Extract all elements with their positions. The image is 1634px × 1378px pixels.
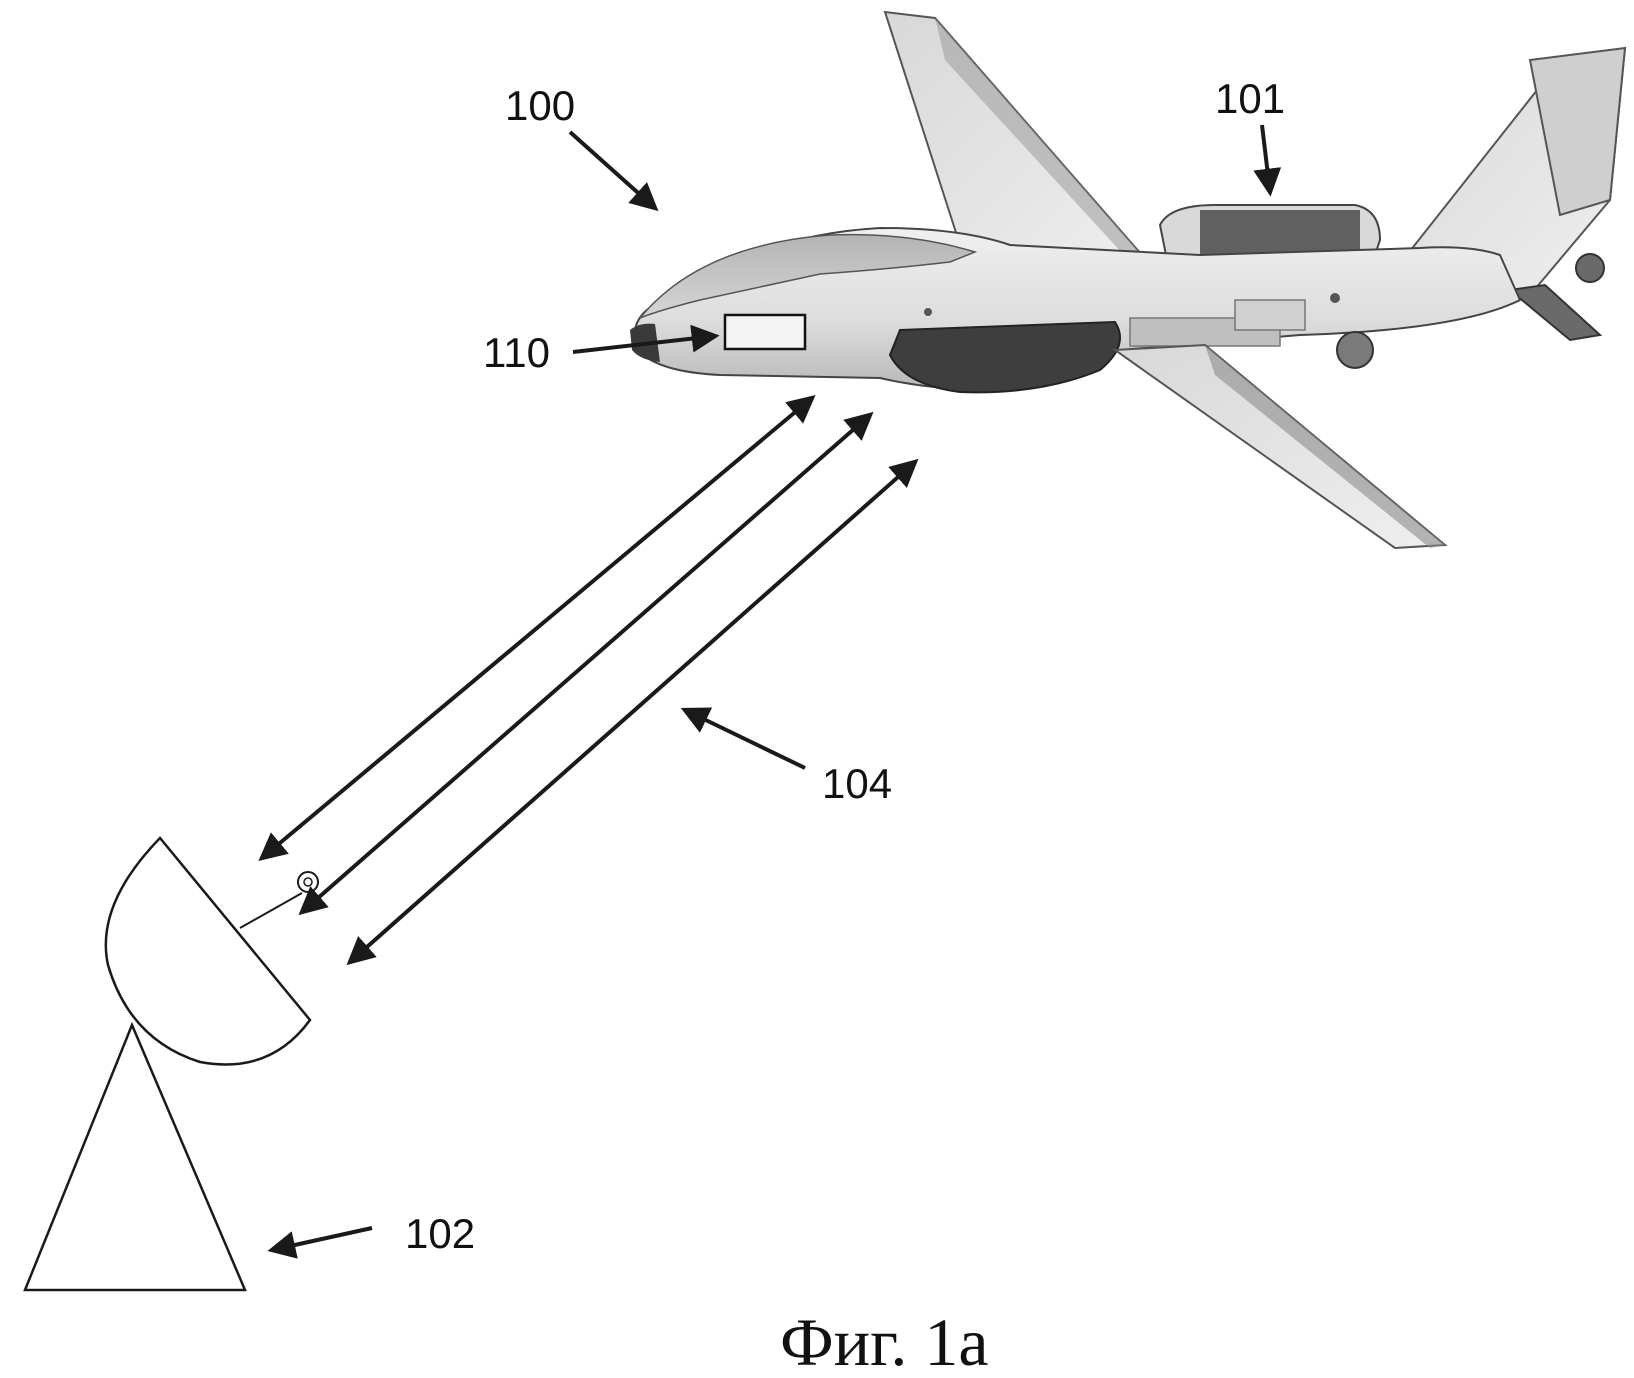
label-104: 104 [822,760,892,807]
onboard-unit-box [723,313,807,351]
ground-station [23,836,319,1292]
uav-drone-icon [630,10,1627,550]
link-arrow [346,458,919,966]
label-101: 101 [1215,75,1285,122]
leader-arrow-104 [680,707,806,770]
label-100: 100 [505,82,575,129]
figure-caption: Фиг. 1а [780,1304,989,1378]
satellite-dish-icon [104,836,312,1066]
antenna-mast-icon [23,1021,247,1292]
leader-arrow-102 [267,1226,373,1259]
leader-arrow-110 [572,324,720,354]
label-110: 110 [483,329,550,376]
leader-arrow-100 [568,130,659,212]
feed-horn-icon [297,871,319,893]
leader-arrows [267,124,1282,1259]
label-102: 102 [405,1210,475,1257]
link-arrow [298,411,874,916]
data-link-arrows [258,395,919,966]
leader-arrow-101 [1253,124,1282,197]
